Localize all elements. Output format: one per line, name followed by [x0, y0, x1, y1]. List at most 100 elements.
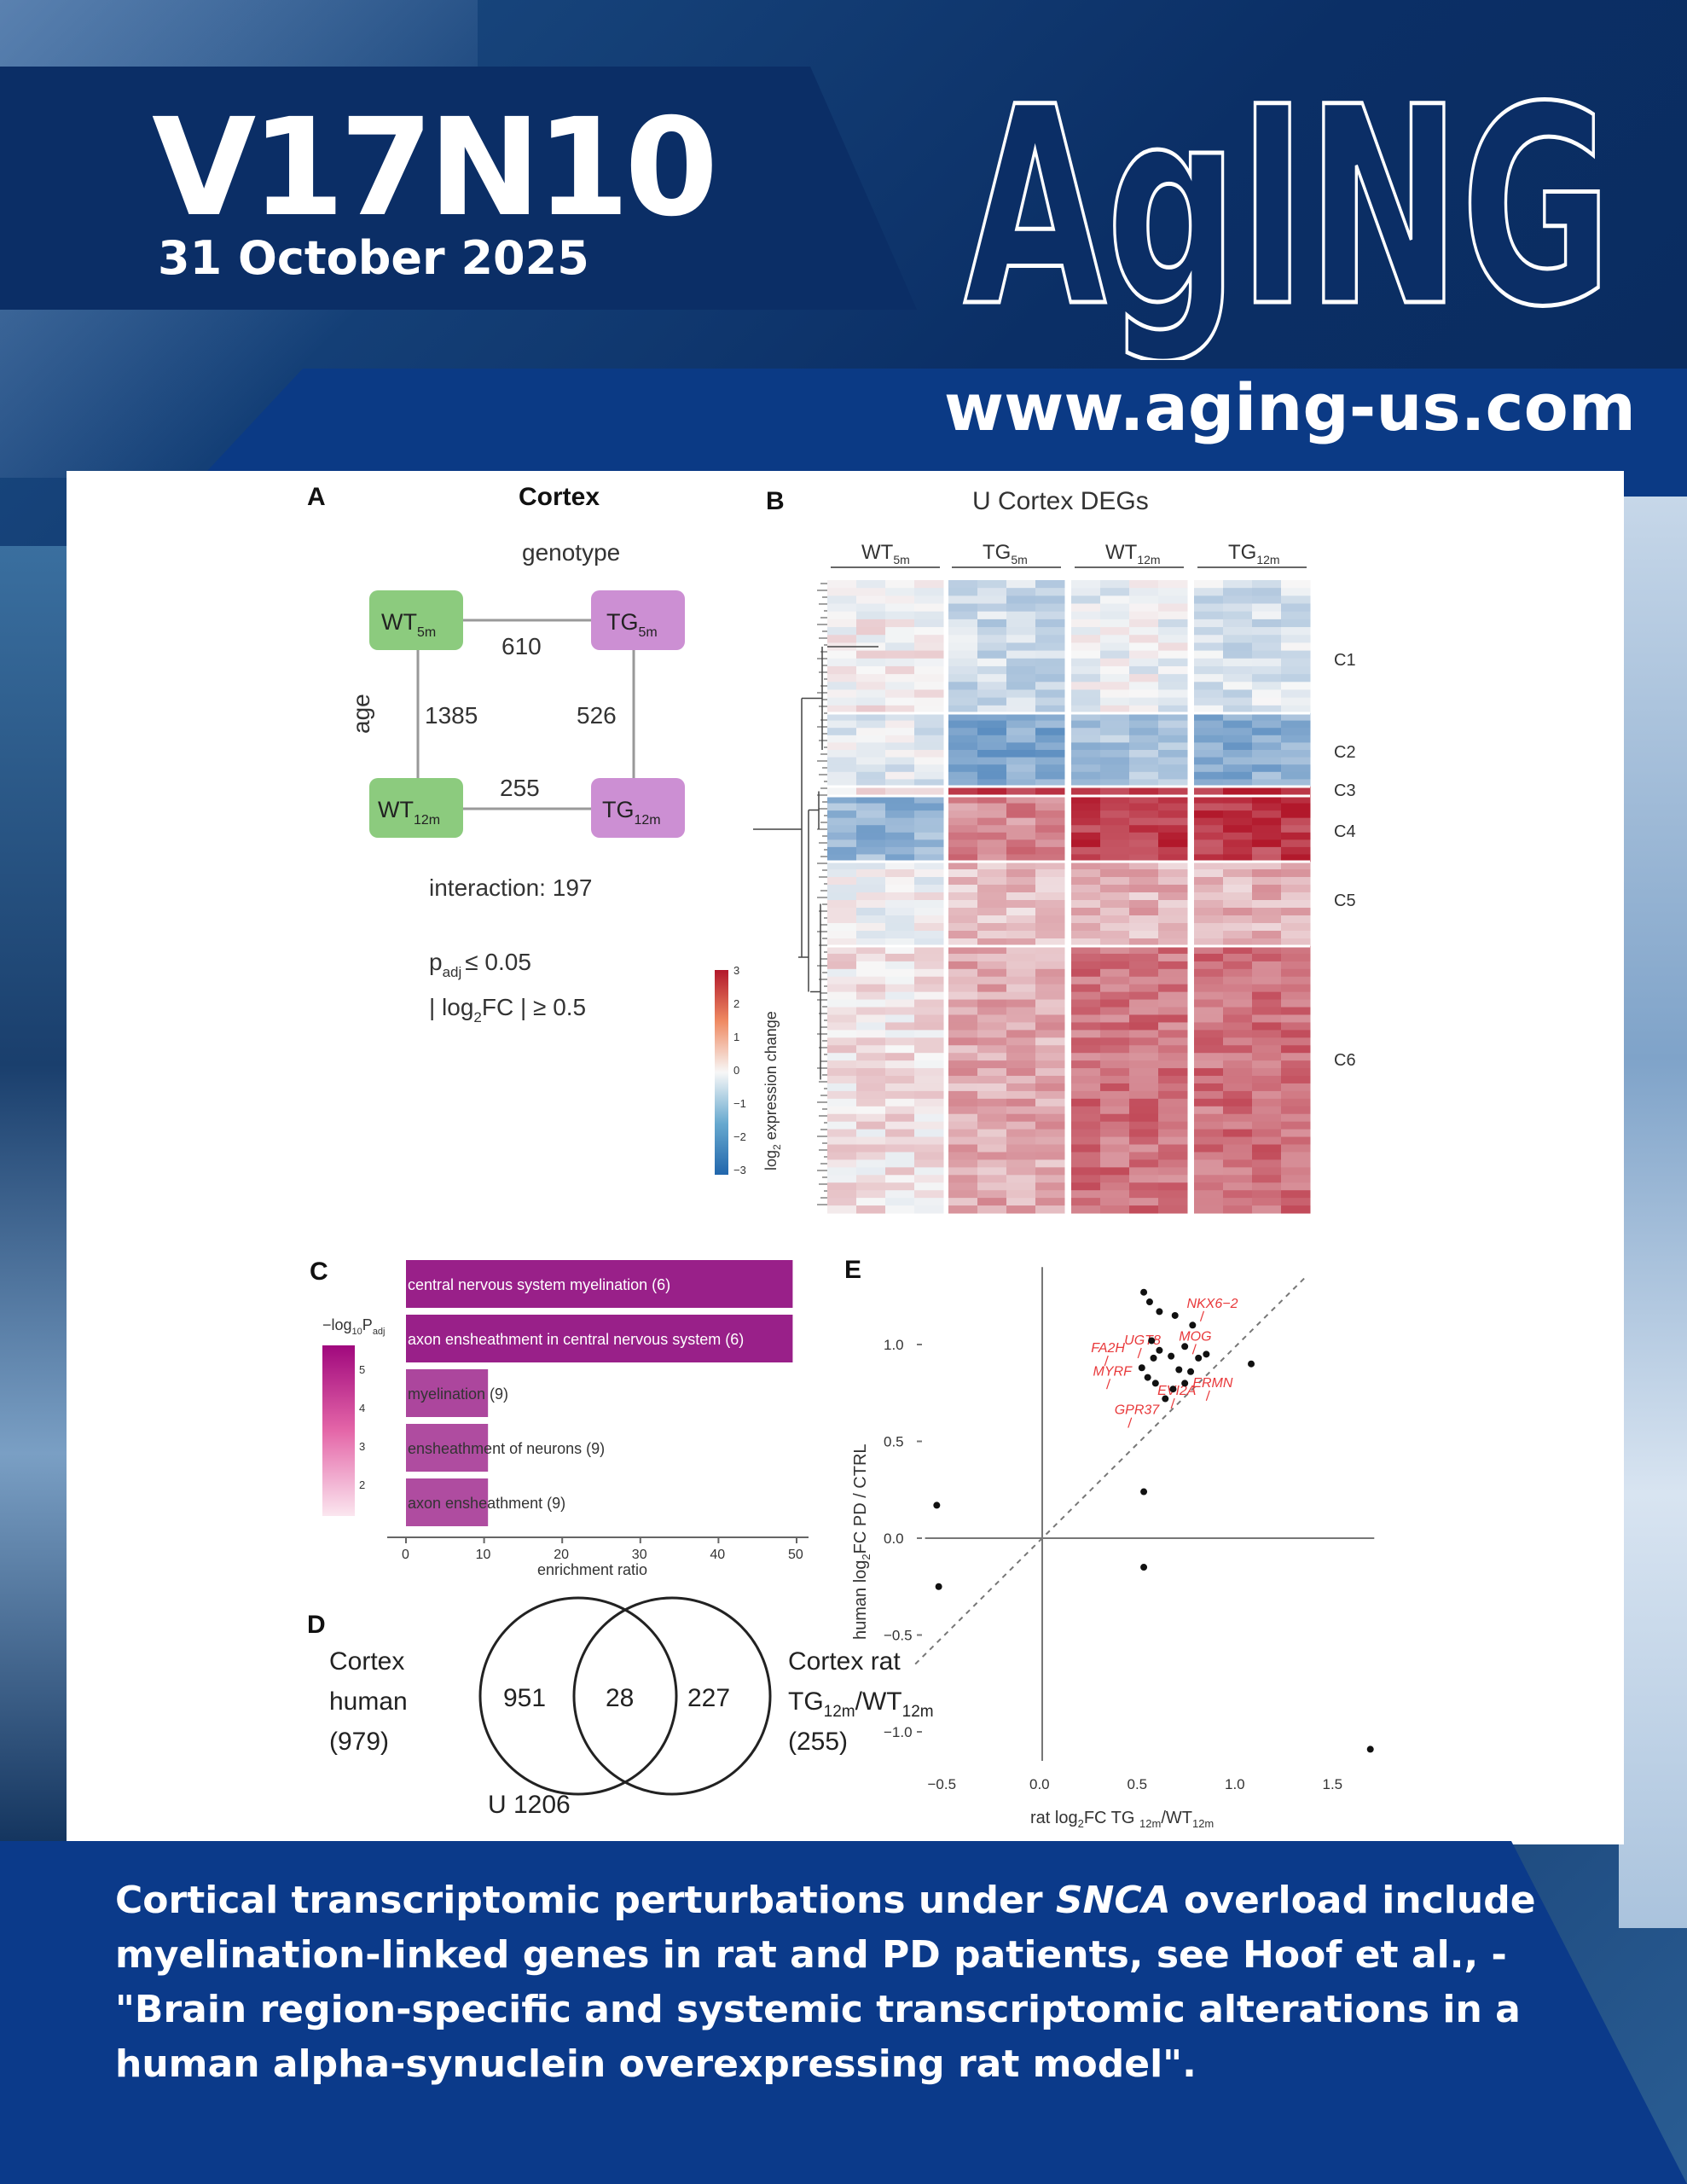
heatmap-cell — [827, 1068, 857, 1077]
genotype-label: genotype — [522, 539, 620, 566]
heatmap-cell — [1071, 1007, 1101, 1015]
heatmap-cell — [1281, 1053, 1311, 1061]
heatmap-cell — [1100, 862, 1130, 870]
heatmap-cell — [1100, 796, 1130, 804]
heatmap-cell — [1194, 892, 1224, 901]
heatmap-column-3: TG12m — [1228, 541, 1280, 566]
heatmap-cell — [1035, 1159, 1065, 1168]
journal-url[interactable]: www.aging-us.com — [943, 369, 1636, 445]
heatmap-cell — [1035, 885, 1065, 893]
heatmap-cell — [1100, 697, 1130, 706]
heatmap-cell — [977, 1144, 1007, 1153]
heatmap-cell — [948, 1159, 978, 1168]
heatmap-cell — [1252, 689, 1282, 699]
heatmap-cell — [1158, 810, 1188, 819]
heatmap-cell — [977, 1083, 1007, 1092]
heatmap-cell — [856, 787, 886, 797]
heatmap-cell — [977, 953, 1007, 962]
heatmap-cell — [1158, 1106, 1188, 1115]
heatmap-cell — [948, 846, 978, 855]
heatmap-cell — [1158, 705, 1188, 714]
heatmap-cell — [827, 817, 857, 826]
heatmap-cell — [914, 619, 944, 628]
heatmap-cell — [1194, 650, 1224, 659]
heatmap-cell — [1194, 642, 1224, 652]
heatmap-cell — [1071, 1106, 1101, 1115]
heatmap-cell — [1129, 1037, 1159, 1046]
scatter-point — [1248, 1360, 1255, 1368]
venn-right-set-comparison: TG12m/WT12m — [788, 1687, 934, 1721]
heatmap-cell — [1129, 846, 1159, 855]
heatmap-cell — [1158, 1053, 1188, 1061]
heatmap-cell — [856, 713, 886, 722]
heatmap-cell — [1071, 720, 1101, 729]
heatmap-cell — [1158, 968, 1188, 978]
heatmap-cell — [885, 892, 915, 901]
heatmap-cell — [1252, 642, 1282, 652]
gene-label: EVI2A — [1157, 1384, 1196, 1398]
heatmap-cell — [1100, 750, 1130, 758]
heatmap-cell — [1035, 810, 1065, 819]
heatmap-cell — [885, 720, 915, 729]
heatmap-cell — [1194, 611, 1224, 620]
heatmap-cell — [977, 682, 1007, 690]
heatmap-cell — [1194, 1136, 1224, 1146]
heatmap-cell — [827, 946, 857, 955]
heatmap-cell — [1006, 1045, 1036, 1054]
heatmap-cell — [1194, 1205, 1224, 1214]
heatmap-cell — [977, 642, 1007, 652]
heatmap-cell — [885, 846, 915, 855]
heatmap-cell — [885, 742, 915, 751]
heatmap-cell — [827, 984, 857, 993]
heatmap-cell — [1252, 796, 1282, 804]
heatmap-cell — [1158, 764, 1188, 773]
heatmap-cell — [914, 635, 944, 643]
heatmap-cell — [1252, 846, 1282, 855]
heatmap-cell — [1223, 991, 1253, 1001]
heatmap-cell — [1158, 665, 1188, 675]
heatmap-cell — [1006, 1068, 1036, 1077]
heatmap-cell — [1158, 588, 1188, 596]
heatmap-cell — [1071, 877, 1101, 886]
heatmap-cell — [1071, 908, 1101, 916]
heatmap-cell — [827, 650, 857, 659]
cover-caption: Cortical transcriptomic perturbations un… — [115, 1879, 1536, 2086]
heatmap-cell — [856, 1030, 886, 1038]
heatmap-cell — [1223, 1106, 1253, 1115]
heatmap-cell — [914, 764, 944, 773]
heatmap-cell — [1158, 720, 1188, 729]
heatmap-cell — [1100, 961, 1130, 970]
heatmap-cell — [856, 999, 886, 1008]
heatmap-cell — [1158, 923, 1188, 932]
journal-logo-text: AgING — [964, 53, 1612, 360]
heatmap-cell — [1223, 1167, 1253, 1176]
heatmap-cell — [977, 810, 1007, 819]
heatmap-legend-title: log2 expression change — [762, 1011, 783, 1170]
heatmap-cell — [1223, 658, 1253, 667]
heatmap-cell — [1252, 705, 1282, 714]
heatmap-cell — [1035, 900, 1065, 909]
heatmap-cell — [1006, 892, 1036, 901]
heatmap-cell — [1129, 1167, 1159, 1176]
heatmap-cell — [885, 689, 915, 699]
venn-right-set-count: (255) — [788, 1728, 848, 1756]
heatmap-cell — [1252, 742, 1282, 751]
heatmap-cell — [977, 1045, 1007, 1054]
heatmap-cell — [1281, 588, 1311, 596]
heatmap-cell — [948, 877, 978, 886]
heatmap-cell — [1035, 1045, 1065, 1054]
heatmap-cell — [1281, 658, 1311, 667]
heatmap-cell — [856, 1068, 886, 1077]
heatmap-cell — [1158, 892, 1188, 901]
heatmap-cell — [1035, 953, 1065, 962]
gene-label: MOG — [1179, 1329, 1211, 1344]
heatmap-cell — [885, 705, 915, 714]
heatmap-cell — [914, 1014, 944, 1023]
heatmap-cell — [1281, 1136, 1311, 1146]
heatmap-cell — [914, 900, 944, 909]
enrichment-axis-tick-label: 40 — [710, 1548, 725, 1562]
heatmap-cell — [1129, 771, 1159, 780]
panel-b-label: B — [766, 487, 785, 515]
heatmap-cell — [1223, 635, 1253, 643]
